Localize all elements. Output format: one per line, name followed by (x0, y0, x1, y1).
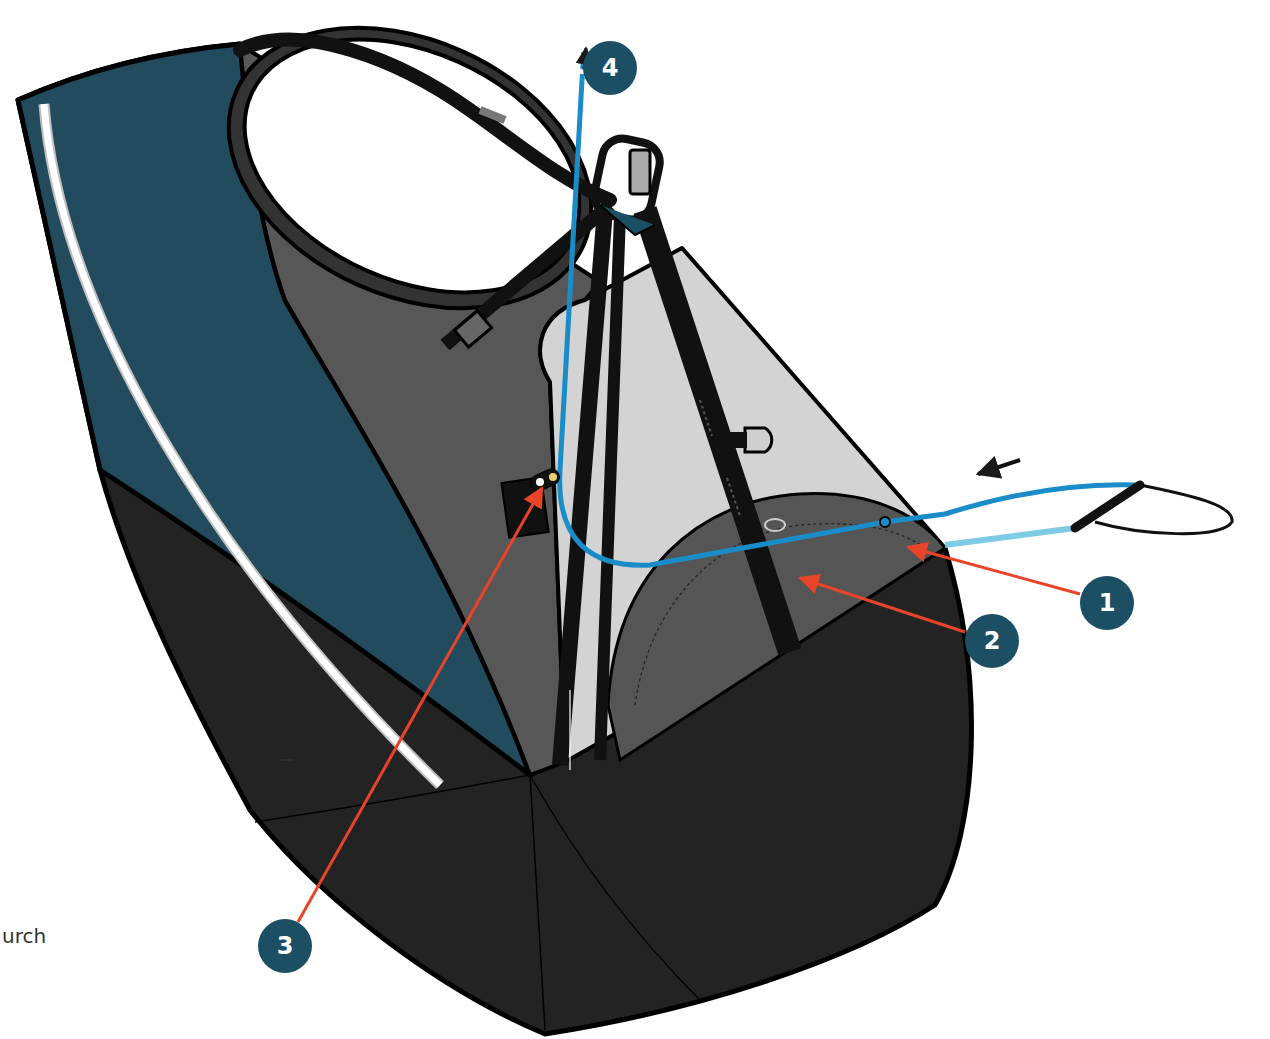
strap-stitching (700, 400, 740, 516)
leader-line (800, 578, 965, 632)
pulley-wheel (536, 478, 544, 486)
d-ring-tab (725, 432, 747, 448)
edge-text: urch (2, 924, 46, 948)
stray-dash (280, 759, 293, 761)
speedbar-line (560, 80, 1138, 565)
carabiner-gate (630, 150, 650, 194)
chest-buckle (454, 311, 491, 347)
cut-off-text: urch (2, 924, 46, 948)
d-ring (745, 428, 772, 452)
callout-badge: 2 (965, 614, 1019, 668)
speedbar-loop (1095, 485, 1232, 534)
push-arrow (978, 460, 1020, 474)
callout-number: 2 (984, 627, 1001, 655)
strap-tag (340, 6, 346, 16)
pulley (528, 466, 562, 493)
cord-guide (765, 519, 785, 531)
shoulder-strap (240, 40, 610, 200)
callout-number: 1 (1099, 589, 1116, 617)
callout-badge: 3 (258, 919, 312, 973)
speedbar-line (945, 528, 1075, 545)
harness-opening (205, 0, 619, 342)
carabiner (591, 135, 664, 223)
callout-badge: 1 (1080, 576, 1134, 630)
main-strap (600, 215, 620, 760)
callout-number: 4 (602, 54, 619, 82)
strap-adjuster (480, 110, 505, 120)
leg-strap (645, 210, 790, 652)
strap-edge (569, 690, 570, 770)
pulley-wheel (549, 473, 557, 481)
pod-seam (255, 775, 545, 1030)
pod-seam (530, 775, 700, 1000)
speed-bar (1075, 485, 1140, 528)
callout-badge: 4 (583, 41, 637, 95)
leader-line (908, 547, 1080, 594)
eyelet (880, 517, 890, 527)
callout-number: 3 (277, 932, 294, 960)
strap-sleeve (600, 205, 655, 235)
leader-line (298, 488, 542, 922)
